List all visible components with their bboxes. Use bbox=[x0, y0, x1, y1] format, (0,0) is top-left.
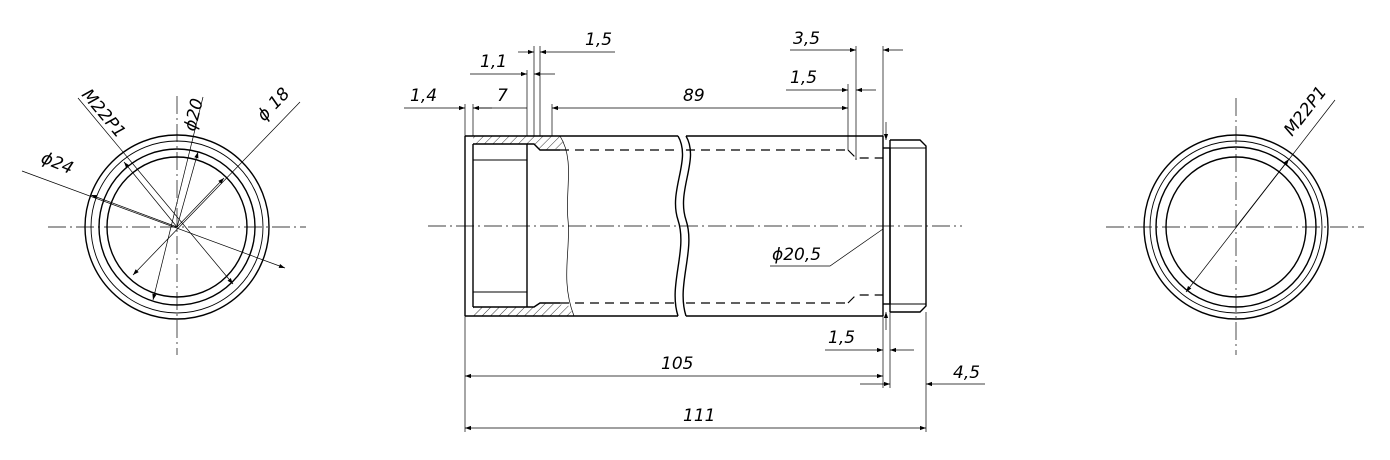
d20-dimension-line bbox=[152, 96, 204, 301]
d18-dimension-arrow bbox=[176, 177, 225, 228]
label-3-5: 3,5 bbox=[793, 29, 820, 49]
right-circle-mid bbox=[1155, 146, 1317, 308]
hidden-step-top bbox=[847, 149, 883, 159]
d24-dimension-line bbox=[21, 170, 286, 269]
label-m22-right: M22P1 bbox=[1280, 83, 1331, 141]
label-4-5: 4,5 bbox=[953, 363, 980, 383]
label-d20: ϕ20 bbox=[180, 96, 207, 133]
hatch-bottom-left bbox=[465, 307, 527, 316]
label-m22-left: M22P1 bbox=[77, 85, 129, 142]
label-89: 89 bbox=[683, 86, 705, 106]
right-circle-thread bbox=[1149, 140, 1323, 314]
label-111: 111 bbox=[683, 406, 715, 426]
label-d18: ϕ 18 bbox=[253, 84, 294, 126]
hatch-bottom-mid bbox=[527, 303, 574, 316]
circle-d18 bbox=[106, 156, 248, 298]
bore-chamfer-bottom bbox=[527, 302, 560, 308]
label-d24: ϕ24 bbox=[38, 148, 76, 179]
hidden-step-bottom bbox=[847, 294, 883, 304]
circle-m22-thread bbox=[90, 140, 264, 314]
break-line-right bbox=[682, 135, 692, 317]
right-end-view: M22P1 bbox=[1106, 83, 1364, 355]
label-1-5-top: 1,5 bbox=[585, 30, 612, 50]
thread-stub-outline bbox=[890, 139, 927, 313]
d24-dimension-arrow bbox=[90, 194, 178, 228]
break-line-left bbox=[674, 135, 684, 317]
bore-chamfer-top bbox=[527, 143, 560, 151]
d20-5-leader bbox=[770, 228, 884, 267]
left-end-view: ϕ24 M22P1 ϕ20 ϕ 18 bbox=[21, 84, 306, 355]
d20-dimension-arrow bbox=[176, 151, 199, 228]
label-1-5-right: 1,5 bbox=[790, 68, 817, 88]
circle-d20 bbox=[98, 148, 256, 306]
hatch-top-mid bbox=[527, 136, 566, 150]
right-circle-outer bbox=[1143, 134, 1329, 320]
label-d20-5: ϕ20,5 bbox=[772, 245, 821, 265]
label-1-4: 1,4 bbox=[410, 86, 437, 106]
circle-d24 bbox=[84, 134, 270, 320]
m22-left-dimension-arrow bbox=[123, 161, 178, 228]
d18-dimension-line bbox=[132, 101, 301, 276]
right-circle-inner bbox=[1165, 156, 1307, 298]
m22-right-dimension-arrow bbox=[1235, 158, 1290, 228]
hatch-top-left bbox=[465, 136, 527, 144]
label-7: 7 bbox=[497, 86, 508, 106]
label-1-5-bottom: 1,5 bbox=[828, 328, 855, 348]
label-1-1: 1,1 bbox=[480, 52, 507, 72]
side-section-view: 1,4 7 1,1 1,5 89 3,5 1,5 ϕ20,5 bbox=[404, 29, 985, 432]
m22-left-dimension-line bbox=[77, 97, 234, 285]
label-105: 105 bbox=[661, 354, 693, 374]
section-wave-line bbox=[559, 135, 575, 317]
